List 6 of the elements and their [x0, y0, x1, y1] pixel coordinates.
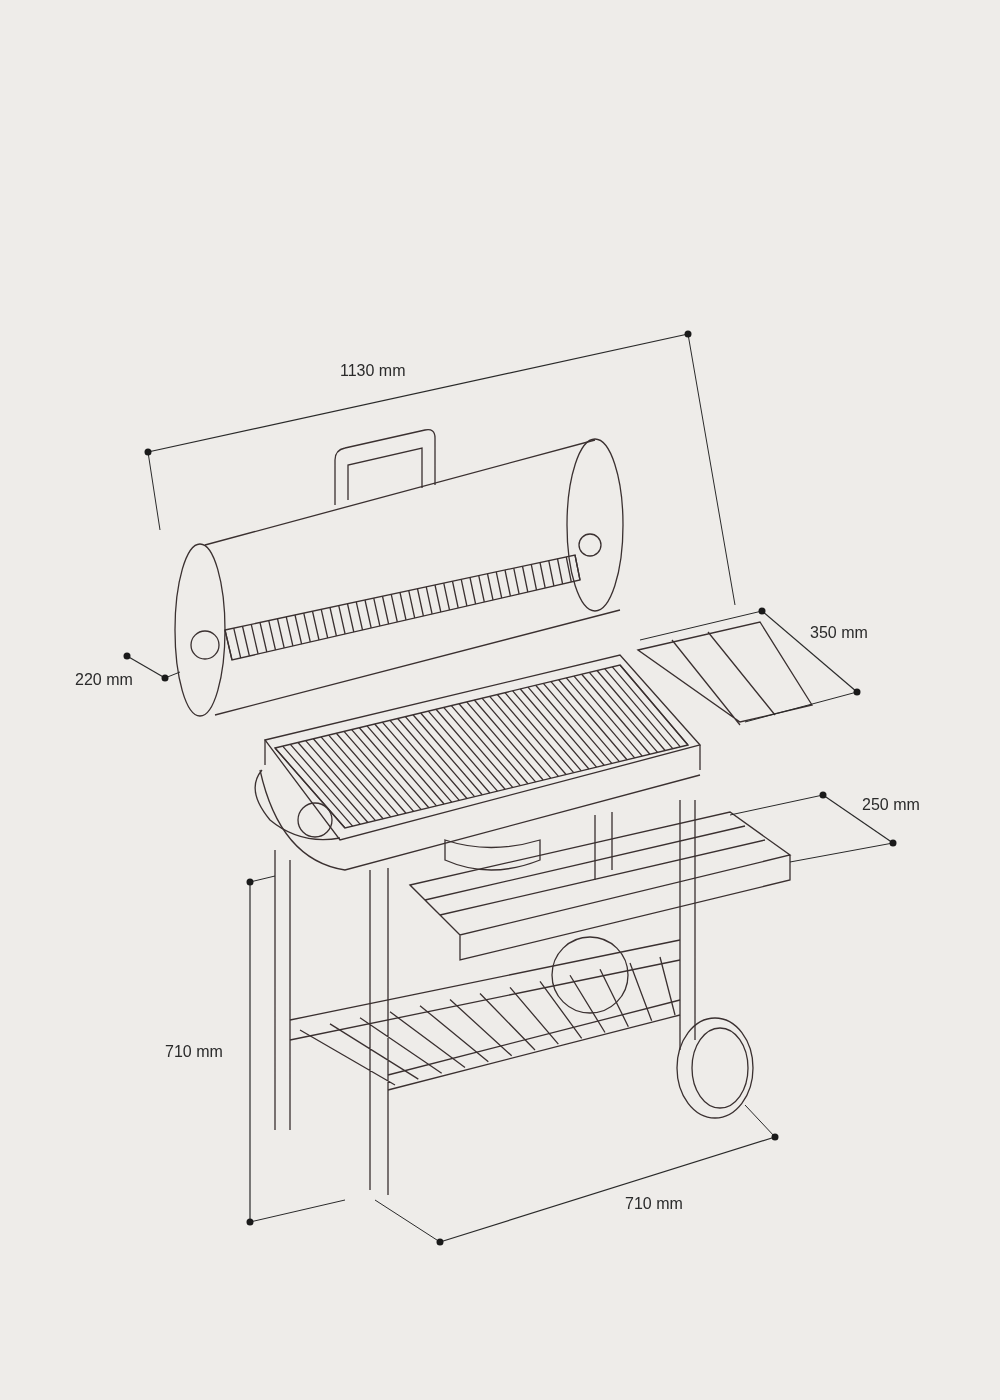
dimension-label: 350 mm — [810, 624, 868, 642]
dimension-label: 710 mm — [625, 1195, 683, 1213]
dimension-label: 220 mm — [75, 671, 133, 689]
dimension-label: 1130 mm — [340, 362, 406, 380]
dimension-label: 710 mm — [165, 1043, 223, 1061]
dimension-label: 250 mm — [862, 796, 920, 814]
